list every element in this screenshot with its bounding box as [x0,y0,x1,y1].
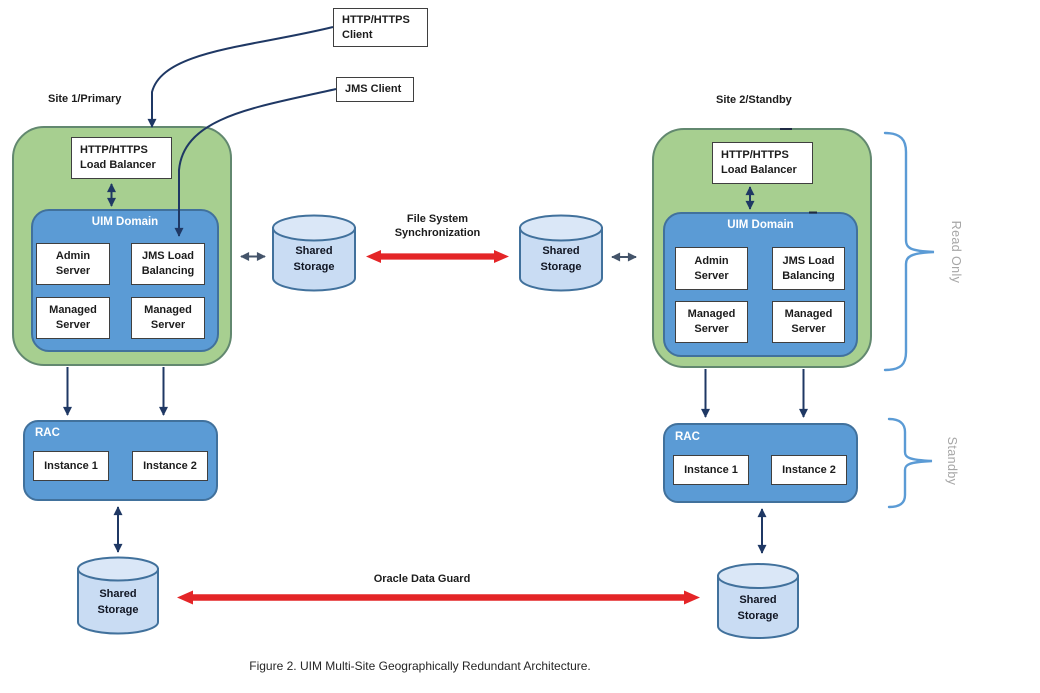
site1-jms-load-balancing-box: JMS Load Balancing [131,243,205,285]
standby-label: Standby [945,436,959,486]
site2-admin-server-box: Admin Server [675,247,748,290]
site2-instance1-label: Instance 1 [684,463,738,476]
site2-jms-load-balancing-label: JMS Load Balancing [782,254,835,282]
read-only-label: Read Only [949,220,963,284]
site2-load-balancer-label: HTTP/HTTPS Load Balancer [721,149,797,176]
site2-managed-server1-box: Managed Server [675,301,748,343]
http-client-box: HTTP/HTTPS Client [333,8,428,47]
site1-managed-server1-box: Managed Server [36,297,110,339]
site1-admin-server-label: Admin Server [55,250,91,277]
site1-instance1-label: Instance 1 [44,459,98,472]
figure-caption: Figure 2. UIM Multi-Site Geographically … [249,659,591,673]
site2-instance2-box: Instance 2 [771,455,847,485]
site2-instance1-box: Instance 1 [673,455,749,485]
site1-rac-title: RAC [35,427,60,439]
site1-db-storage-label: Shared Storage [97,588,139,616]
site1-instance1-box: Instance 1 [33,451,109,481]
site1-instance2-box: Instance 2 [132,451,208,481]
data-guard-arrow [177,590,700,605]
site2-managed-server1-label: Managed Server [687,308,736,335]
site2-file-storage-label: Shared Storage [540,245,582,273]
site1-instance2-label: Instance 2 [143,459,197,472]
jms-client-label: JMS Client [345,83,402,95]
site1-file-storage-label: Shared Storage [293,245,335,273]
site2-jms-load-balancing-box: JMS Load Balancing [772,247,845,290]
site1-managed-server2-label: Managed Server [144,304,192,331]
site1-load-balancer-label: HTTP/HTTPS Load Balancer [80,144,156,171]
data-guard-label: Oracle Data Guard [373,573,471,585]
http-client-label: HTTP/HTTPS Client [342,13,410,41]
read-only-brace [883,131,935,372]
site1-managed-server2-box: Managed Server [131,297,205,339]
site1-uim-domain-title: UIM Domain [91,216,159,228]
site2-instance2-label: Instance 2 [782,463,836,476]
file-sync-arrow [366,250,509,263]
site2-load-balancer-box: HTTP/HTTPS Load Balancer [712,142,813,184]
standby-brace [887,417,933,509]
site1-label: Site 1/Primary [48,93,122,105]
site2-db-storage-label: Shared Storage [737,594,779,622]
jms-client-box: JMS Client [336,77,414,102]
site1-managed-server1-label: Managed Server [49,304,97,331]
file-sync-label: File System Synchronization [394,213,481,239]
site2-uim-domain-title: UIM Domain [727,219,794,231]
site1-load-balancer-box: HTTP/HTTPS Load Balancer [71,137,172,179]
site2-label: Site 2/Standby [716,94,792,106]
site1-jms-load-balancing-label: JMS Load Balancing [141,250,195,277]
site2-rac-title: RAC [675,431,700,443]
site2-managed-server2-box: Managed Server [772,301,845,343]
site2-managed-server2-label: Managed Server [784,308,833,335]
site1-admin-server-box: Admin Server [36,243,110,285]
http-client-arrow [147,26,334,128]
site2-admin-server-label: Admin Server [694,254,729,282]
